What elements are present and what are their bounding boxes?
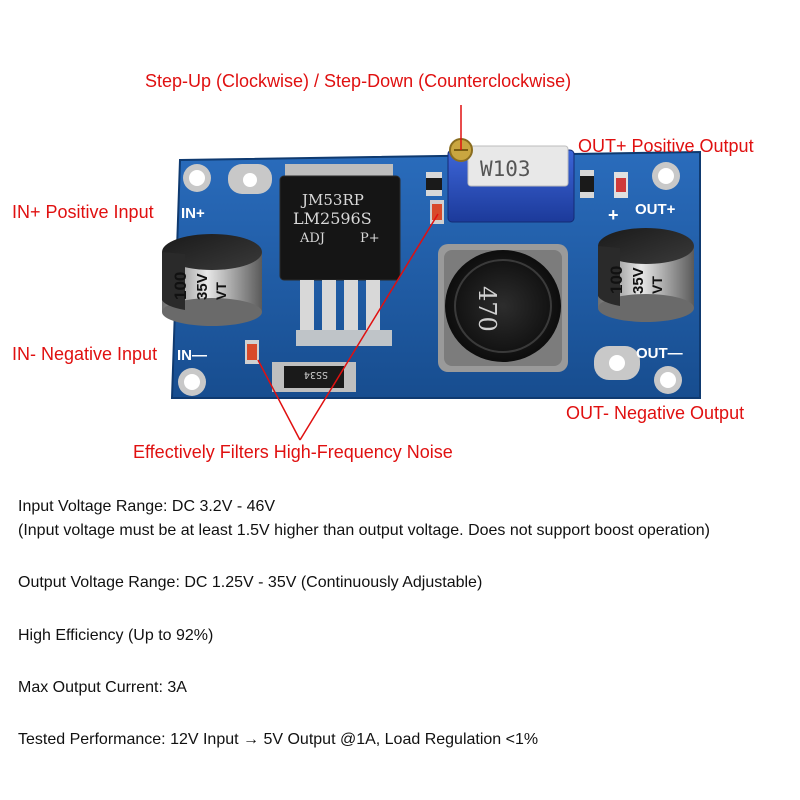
smd-filter-capacitor: [430, 200, 444, 224]
mounting-slot-mid-top: [228, 164, 272, 194]
spec-tested: Tested Performance: 12V Input → 5V Outpu…: [18, 731, 539, 748]
cap-right-value: 100: [607, 266, 626, 294]
silk-out-minus: OUT—: [636, 345, 683, 362]
spec-efficiency: High Efficiency (Up to 92%): [18, 627, 214, 644]
cap-left-voltage: 35V: [194, 273, 211, 300]
potentiometer: W103: [447, 145, 575, 223]
mounting-hole-bottom-left: [178, 368, 206, 396]
callout-line-filter-left: [257, 359, 301, 441]
spec-input-note: (Input voltage must be at least 1.5V hig…: [18, 522, 710, 539]
callout-in-negative: IN- Negative Input: [12, 344, 158, 364]
input-capacitor: 100 35V VT: [162, 234, 262, 326]
power-inductor: 470: [438, 244, 568, 372]
cap-right-voltage: 35V: [630, 267, 647, 294]
ic-marking-line2: LM2596S: [293, 209, 372, 228]
callout-in-positive: IN+ Positive Input: [12, 202, 154, 222]
smd-resistor: [614, 172, 628, 198]
ic-marking-line4: P+: [360, 231, 380, 246]
mounting-hole-top-left: [183, 164, 211, 192]
callout-out-positive: OUT+ Positive Output: [578, 136, 754, 156]
mounting-slot-mid-bottom: [594, 346, 640, 380]
cap-right-series: VT: [649, 276, 665, 294]
schottky-diode: SS34: [272, 362, 356, 392]
callout-filter: Effectively Filters High-Frequency Noise: [133, 442, 453, 462]
diode-marking: SS34: [304, 369, 328, 380]
spec-output-range: Output Voltage Range: DC 1.25V - 35V (Co…: [18, 574, 483, 591]
pot-marking: W103: [480, 157, 531, 181]
smd-filter-capacitor-lower: [245, 340, 259, 364]
silk-plus: +: [608, 205, 619, 225]
ic-marking-line3: ADJ: [299, 231, 325, 246]
spec-max-current: Max Output Current: 3A: [18, 679, 187, 696]
silk-out-plus: OUT+: [635, 201, 676, 218]
ic-marking-line1: JM53RP: [300, 191, 364, 209]
smd-component-upper: [426, 172, 442, 196]
inductor-marking: 470: [473, 286, 501, 332]
output-capacitor: 100 35V VT: [598, 228, 694, 322]
spec-input-range: Input Voltage Range: DC 3.2V - 46V: [18, 498, 276, 515]
cap-left-value: 100: [171, 272, 190, 300]
mounting-hole-top-right: [652, 162, 680, 190]
smd-led: [580, 170, 594, 198]
mounting-hole-bottom-right: [654, 366, 682, 394]
lm2596-regulator-ic: JM53RP LM2596S ADJ P+: [279, 164, 401, 346]
callout-out-negative: OUT- Negative Output: [566, 403, 745, 423]
callout-line-filter-right: [299, 213, 439, 441]
cap-left-series: VT: [213, 282, 229, 300]
silk-in-plus: IN+: [181, 205, 205, 222]
pcb-module-illustration: IN+ IN— OUT+ OUT— + JM53RP LM2596S ADJ P…: [162, 105, 701, 441]
silk-in-minus: IN—: [177, 347, 207, 364]
callout-adjust: Step-Up (Clockwise) / Step-Down (Counter…: [145, 71, 572, 91]
